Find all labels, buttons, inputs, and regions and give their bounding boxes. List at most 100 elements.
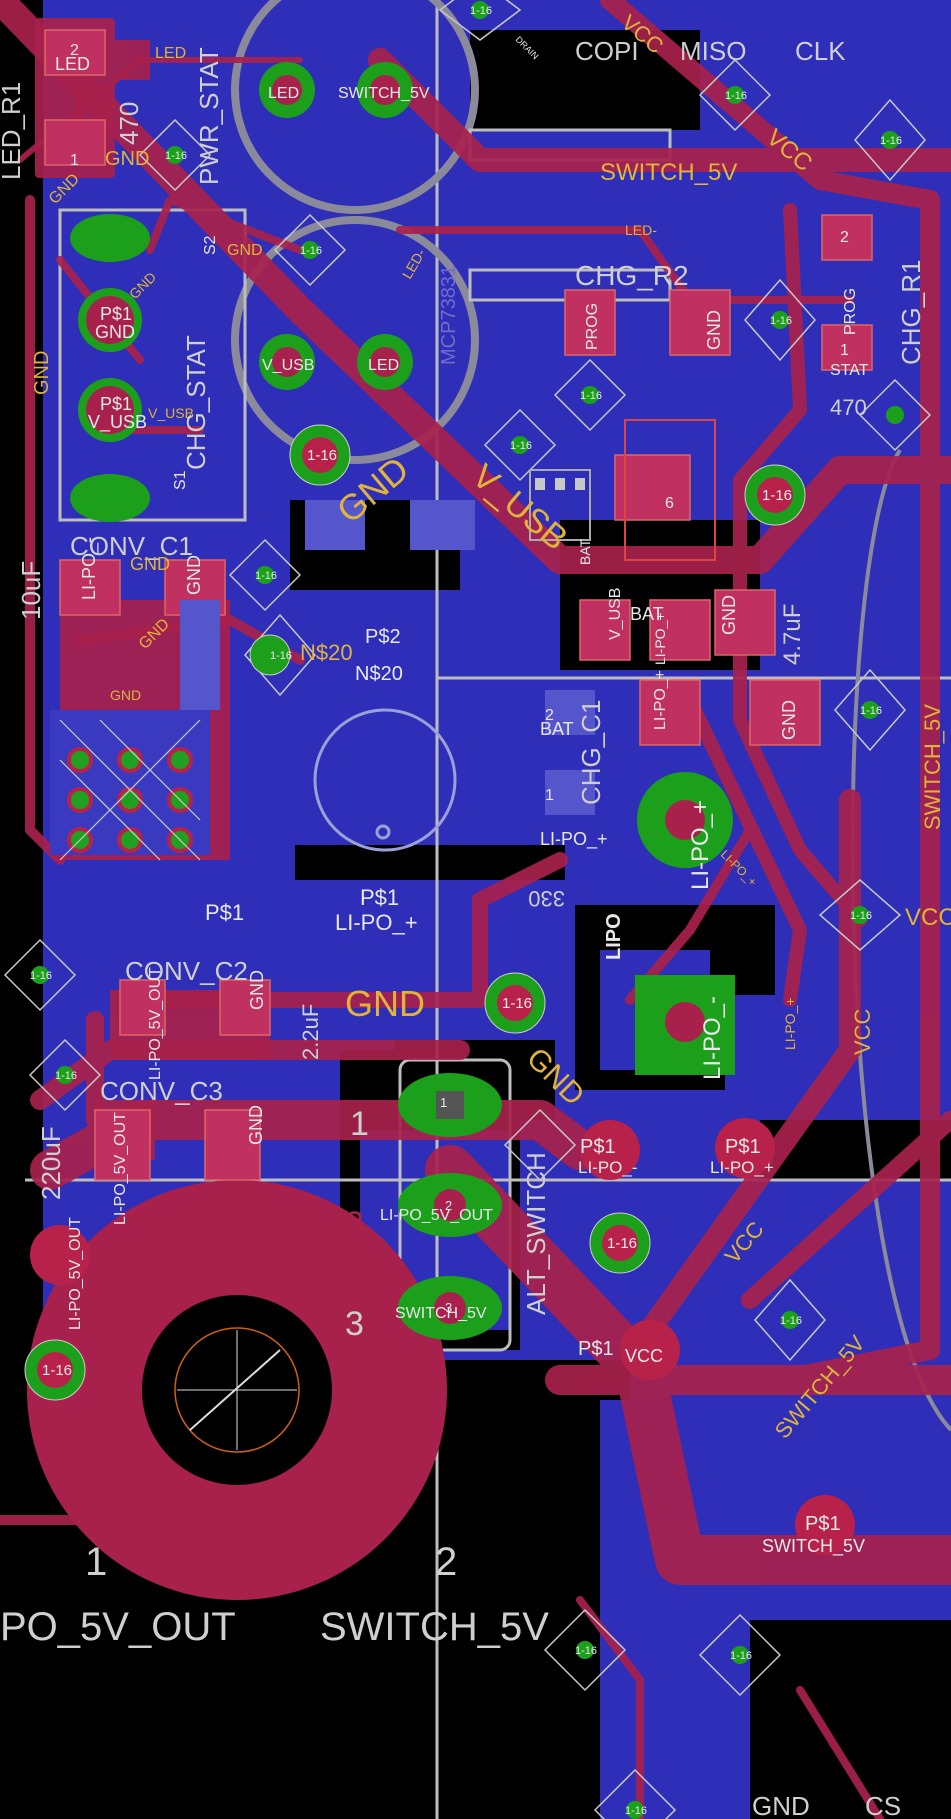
label-ps1-vusb-net: V_USB [88, 412, 147, 433]
label-switch-5v-right: SWITCH_5V [920, 704, 945, 830]
pad-number: 1 [545, 787, 554, 804]
label-li-po-plus-trace: LI-PO_+ [782, 997, 798, 1050]
label-ic-shadow: MCP73831 [438, 265, 460, 365]
label-gnd-s2: GND [227, 242, 263, 259]
label-bat-pad-2: BAT [540, 719, 574, 739]
qfn-footprint [50, 710, 210, 861]
label-terminal-pin1-net: PO_5V_OUT [0, 1605, 236, 1649]
terminal-drill-ring [174, 1327, 300, 1453]
label-ps1-gnd: P$1 [100, 304, 132, 324]
label-li-po-5v-out-c2: LI-PO_5V_OUT [147, 967, 164, 1080]
label-220uf: 220uF [36, 1126, 66, 1200]
label-cs: CS [865, 1791, 901, 1819]
label-10uf: 10uF [16, 561, 46, 620]
label-4-7uf: 4.7uF [779, 604, 806, 665]
label-prog: PROG [584, 303, 601, 350]
label-470-vertical: 470 [114, 102, 144, 145]
label-li-po-ic: LI-PO_+ [652, 612, 668, 665]
label-ps1-li-po-minus: P$1 [580, 1136, 616, 1158]
label-terminal-2: 2 [435, 1540, 457, 1584]
label-lipo-minus-pad: LI-PO_- [699, 996, 726, 1080]
label-li-po-5v-out-pad: LI-PO_5V_OUT [67, 1217, 84, 1330]
via-label: 1-16 [780, 1315, 802, 1327]
label-vcc-vertical: VCC [850, 1008, 875, 1055]
label-li-po-c1: LI-PO_- [79, 537, 100, 600]
label-ps1-gnd-net: GND [95, 322, 135, 342]
label-330: 330 [528, 886, 565, 911]
label-gnd-c1: GND [184, 555, 204, 595]
pad-number: 1 [840, 342, 849, 359]
label-pad-2-led: LED [55, 54, 90, 74]
label-clk: CLK [795, 36, 846, 66]
label-bat-ic: BAT [577, 538, 593, 565]
label-conv-c1: CONV_C1 [70, 531, 193, 561]
via-label: 1-16 [255, 570, 277, 582]
label-copi: COPI [575, 36, 639, 66]
label-hdr-2: 2 [345, 1205, 364, 1243]
label-hdr-1: 1 [350, 1105, 369, 1143]
pad-number: 2 [70, 42, 79, 59]
via-label: 1-16 [880, 135, 902, 147]
label-miso: MISO [680, 36, 746, 66]
label-gnd-conv-c1: GND [130, 554, 170, 574]
via-label: 1-16 [580, 390, 602, 402]
pad-numbers: 2 1 2 1 1 2 3 2 1 6 [70, 42, 849, 1315]
label-li-po-minus: LI-PO_- [578, 1158, 638, 1177]
label-stat-pad: STAT [830, 362, 869, 379]
pad-number: 3 [445, 1300, 452, 1315]
via-label: 1-16 [770, 315, 792, 327]
label-hdr-3: 3 [345, 1305, 364, 1343]
via-label: 1-16 [762, 487, 792, 504]
via-label: 1-16 [30, 970, 52, 982]
label-hdr-li-po-5v-out: LI-PO_5V_OUT [380, 1207, 493, 1224]
label-470: 470 [830, 395, 867, 420]
label-s1: S1 [172, 470, 189, 490]
label-terminal-1: 1 [85, 1540, 107, 1584]
label-bat-pad: BAT [630, 604, 664, 624]
label-vcc-right: VCC [905, 904, 951, 931]
label-ps1-li-po-plus: P$1 [725, 1136, 761, 1158]
label-gnd-bottom: GND [752, 1791, 810, 1819]
label-2-2uf: 2.2uF [298, 1004, 323, 1060]
via-label: 1-16 [510, 440, 532, 452]
label-ps1-lipo-plus: LI-PO_+ [335, 910, 418, 935]
via-label: 1-16 [55, 1070, 77, 1082]
via-label: 1-16 [42, 1362, 72, 1379]
via-labels: 1-16 1-16 1-16 1-16 1-16 1-16 1-16 1-16 … [30, 5, 902, 1817]
label-n20: N$20 [300, 640, 353, 665]
via-label: 1-16 [502, 995, 532, 1012]
rotated-labels: LED_R1 470 PWR_STAT CHG_STAT CHG_R1 CHG_… [0, 47, 945, 1330]
label-terminal-pin2-net: SWITCH_5V [320, 1605, 549, 1649]
terminal-block [27, 1180, 447, 1600]
pad-number: 6 [665, 495, 674, 512]
label-vusb-pad: V_USB [262, 357, 314, 374]
pad-number: 2 [840, 229, 849, 246]
via-label: 1-16 [860, 705, 882, 717]
chg-ic-footprint [529, 419, 716, 561]
via-label: 1-16 [607, 1235, 637, 1252]
label-hdr-switch-5v: SWITCH_5V [395, 1305, 487, 1322]
via-label: 1-16 [850, 910, 872, 922]
label-gnd-c3: GND [246, 1105, 266, 1145]
label-conv-c3: CONV_C3 [100, 1076, 223, 1106]
label-lipo-plus-pad: LI-PO_+ [687, 800, 714, 890]
label-switch-pad: SWITCH_5V [762, 1536, 865, 1557]
label-gnd-large: GND [345, 983, 425, 1024]
via-label: 1-16 [725, 90, 747, 102]
label-gnd-led: GND [105, 148, 149, 170]
label-pwr-stat: PWR_STAT [194, 47, 224, 185]
label-s2: S2 [202, 235, 219, 255]
via-label: 1-16 [730, 1650, 752, 1662]
label-lipo-part: LIPO [603, 913, 625, 960]
labels: LED LED SWITCH_5V LED- GND GND CHG_R2 CO… [0, 36, 951, 1819]
label-led-pad-2: LED [368, 357, 399, 374]
label-v-usb-ic: V_USB [607, 588, 624, 640]
label-gnd-ic: GND [719, 595, 739, 635]
label-gnd-left: GND [31, 351, 53, 395]
label-led: LED [155, 45, 186, 62]
label-alt-switch: ALT_SWITCH [521, 1152, 551, 1315]
label-led-pad: LED [268, 85, 299, 102]
label-ps2: P$2 [365, 626, 401, 648]
through-hole-pads [30, 62, 855, 1555]
